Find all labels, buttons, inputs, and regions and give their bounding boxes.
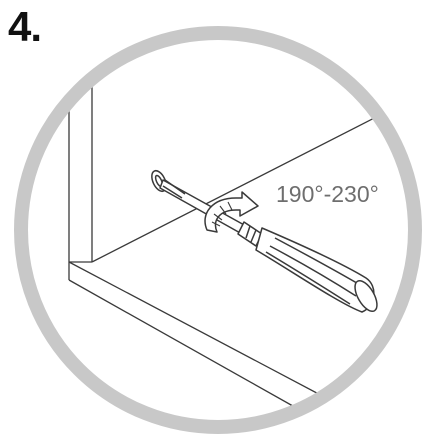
frame-ring	[14, 26, 422, 434]
bottom-panel-edge-bottom	[68, 279, 301, 411]
rotation-angle-label: 190°-230°	[276, 181, 379, 207]
screwdriver-icon	[159, 179, 378, 313]
rotation-arrow-icon	[204, 191, 259, 233]
bottom-panel-edge-top	[68, 261, 331, 401]
step-number: 4.	[8, 3, 42, 50]
back-edge	[91, 109, 391, 263]
cabinet-corner	[68, 58, 391, 411]
